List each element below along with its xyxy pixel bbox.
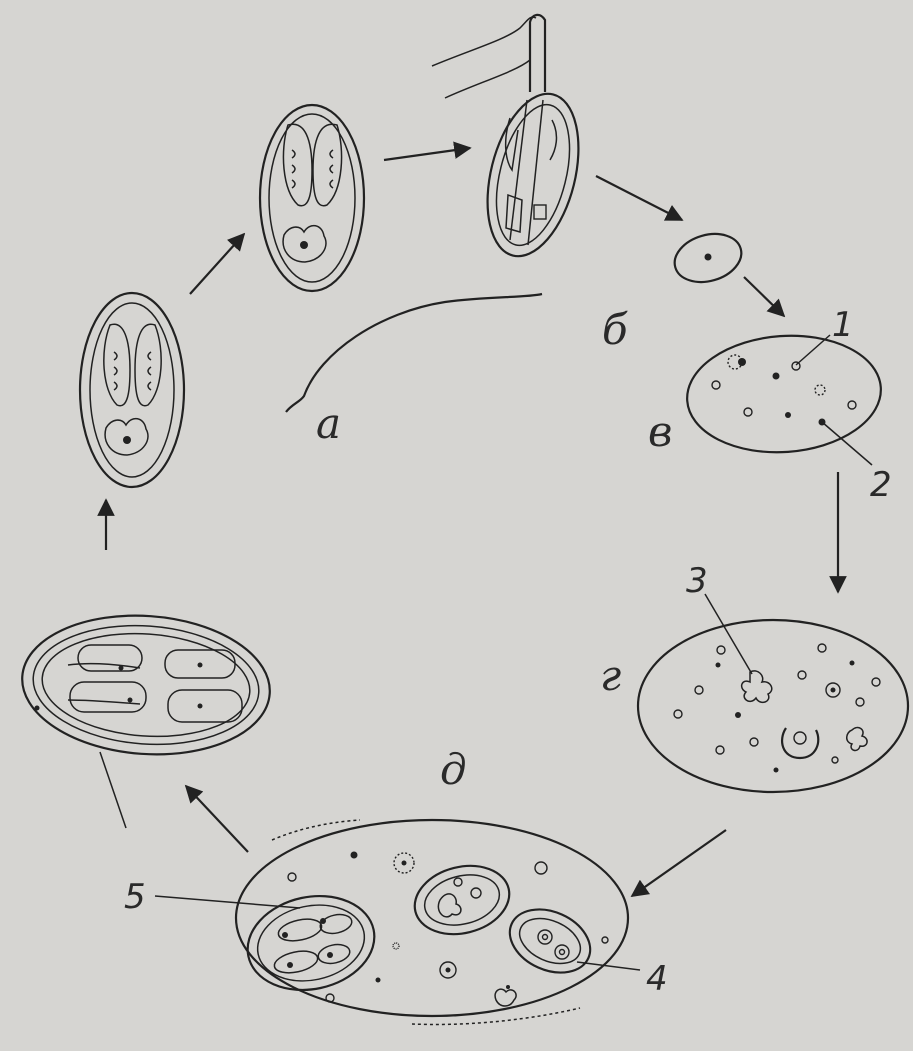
number-label-4: 4 [646,959,668,999]
stage-label-d: д [440,745,467,794]
stage-label-a: а [316,399,341,448]
stage-label-b: б [602,305,628,354]
number-label-2: 2 [870,465,892,505]
stage-label-g: г [600,651,621,700]
stage-label-v: в [648,407,672,456]
number-label-3: 3 [686,561,708,601]
number-label-5: 5 [124,877,146,917]
number-label-1: 1 [832,305,854,345]
